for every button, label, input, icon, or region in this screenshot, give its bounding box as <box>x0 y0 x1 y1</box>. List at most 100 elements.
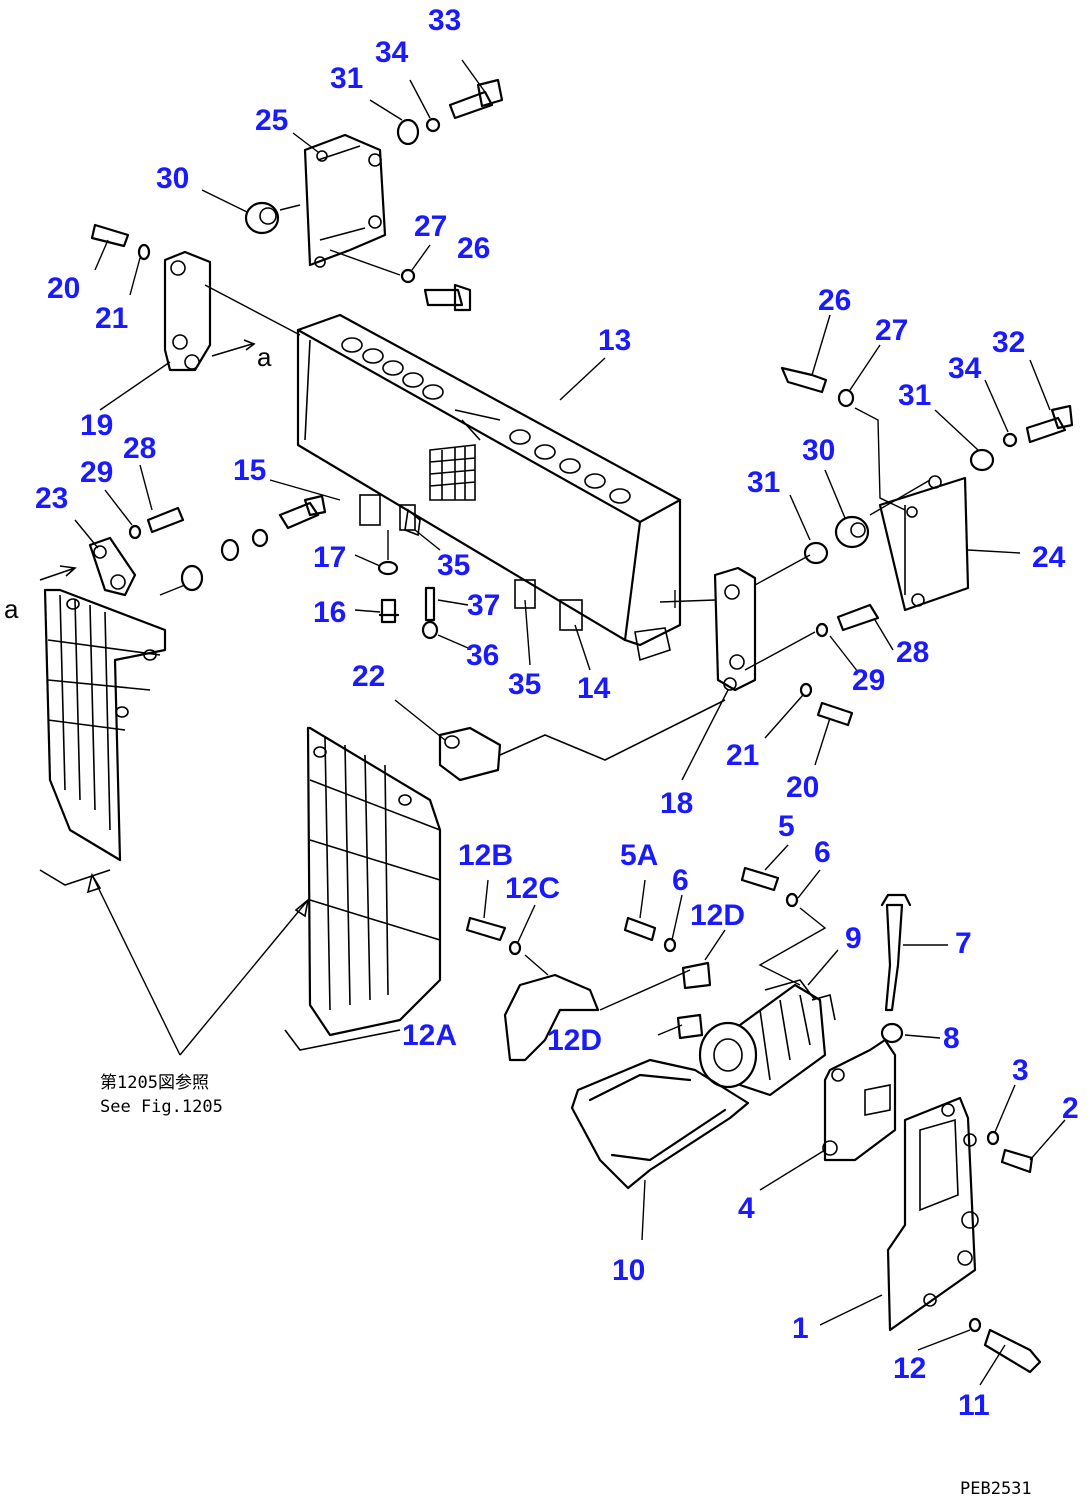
bolt-16 <box>378 598 400 624</box>
washer-21b <box>799 682 813 698</box>
washer-12C <box>508 940 522 956</box>
washer-27 <box>400 268 416 284</box>
callout-21: 21 <box>726 739 759 772</box>
callout-23: 23 <box>35 482 68 515</box>
view-mark-a-left: a <box>4 594 19 624</box>
callout-12c: 12C <box>505 872 560 905</box>
drawing-code: PEB2531 <box>960 1479 1032 1499</box>
bracket-4 <box>822 1038 897 1162</box>
callout-31: 31 <box>330 62 363 95</box>
callout-26: 26 <box>457 232 490 265</box>
callout-26: 26 <box>818 284 851 317</box>
duct-22 <box>438 699 726 782</box>
bolt-5A <box>623 916 657 942</box>
callout-20: 20 <box>786 771 819 804</box>
bolt-26b <box>780 366 828 394</box>
compressor-9 <box>698 979 836 1097</box>
callout-30: 30 <box>802 434 835 467</box>
bolt-26 <box>423 283 472 312</box>
bolt-32 <box>1025 404 1074 444</box>
callout-22: 22 <box>352 660 385 693</box>
condenser-13 <box>296 313 682 662</box>
callout-29: 29 <box>80 456 113 489</box>
washer-15b <box>220 538 240 562</box>
grille-left <box>39 588 167 886</box>
callout-13: 13 <box>598 324 631 357</box>
washer-34 <box>425 117 441 133</box>
mount-30 <box>244 201 301 235</box>
bolt-36 <box>421 620 439 640</box>
bolt-5 <box>740 866 780 892</box>
callout-5: 5 <box>778 810 795 843</box>
callout-1: 1 <box>792 1312 809 1345</box>
callout-12d: 12D <box>690 899 745 932</box>
callout-8: 8 <box>943 1022 960 1055</box>
callout-17: 17 <box>313 541 346 574</box>
callout-7: 7 <box>955 927 972 960</box>
callout-31: 31 <box>747 466 780 499</box>
callout-21: 21 <box>95 302 128 335</box>
callout-35: 35 <box>508 668 541 701</box>
bolt-15 <box>278 494 327 530</box>
clip-35 <box>404 508 421 537</box>
callout-16: 16 <box>313 596 346 629</box>
callout-12b: 12B <box>458 839 513 872</box>
callout-11: 11 <box>958 1389 990 1422</box>
callout-37: 37 <box>467 589 500 622</box>
callout-2: 2 <box>1062 1092 1079 1125</box>
callout-4: 4 <box>738 1192 755 1225</box>
callout-32: 32 <box>992 326 1025 359</box>
washer-15a <box>251 528 269 548</box>
callout-30: 30 <box>156 162 189 195</box>
washer-31c <box>803 541 829 565</box>
bolt-20 <box>90 223 130 248</box>
callout-12d: 12D <box>547 1024 602 1057</box>
callout-27: 27 <box>875 314 908 347</box>
washer-8 <box>880 1022 904 1044</box>
washer-31 <box>396 118 420 146</box>
callout-25: 25 <box>255 104 288 137</box>
washer-21 <box>137 243 151 261</box>
callout-3: 3 <box>1012 1054 1029 1087</box>
bolt-7 <box>880 893 912 1012</box>
washer-31b <box>969 448 995 472</box>
washer-17 <box>377 560 399 576</box>
callout-27: 27 <box>414 210 447 243</box>
callout-28: 28 <box>896 636 929 669</box>
callout-15: 15 <box>233 454 266 487</box>
clip-12D-a <box>681 961 712 990</box>
mount-30b <box>834 515 870 549</box>
bolt-12B <box>465 916 507 942</box>
bracket-19 <box>163 250 301 372</box>
grille-12A <box>284 726 442 1051</box>
washer-3 <box>986 1130 1000 1146</box>
callout-24: 24 <box>1032 541 1066 574</box>
plate-1 <box>886 1096 979 1332</box>
callout-18: 18 <box>660 787 693 820</box>
reference-note-jp: 第1205図参照 <box>100 1073 209 1093</box>
belt-10 <box>570 1058 750 1190</box>
bolt-2 <box>1000 1148 1034 1174</box>
spacer-37 <box>424 586 436 622</box>
callout-36: 36 <box>466 639 499 672</box>
callout-28: 28 <box>123 432 156 465</box>
bolt-11 <box>983 1328 1042 1374</box>
bracket-25 <box>303 133 387 268</box>
washer-34b <box>1002 432 1018 448</box>
bracket-23 <box>39 536 137 597</box>
cover-12 <box>503 973 600 1062</box>
callout-29: 29 <box>852 664 885 697</box>
bolt-28a <box>146 506 185 534</box>
callout-20: 20 <box>47 272 80 305</box>
callout-35: 35 <box>437 549 470 582</box>
callout-9: 9 <box>845 922 862 955</box>
bracket-18 <box>713 566 757 692</box>
callout-6: 6 <box>814 836 831 869</box>
callout-34: 34 <box>948 352 982 385</box>
bolt-28b <box>836 603 880 632</box>
callout-5a: 5A <box>620 839 658 872</box>
callout-10: 10 <box>612 1254 645 1287</box>
